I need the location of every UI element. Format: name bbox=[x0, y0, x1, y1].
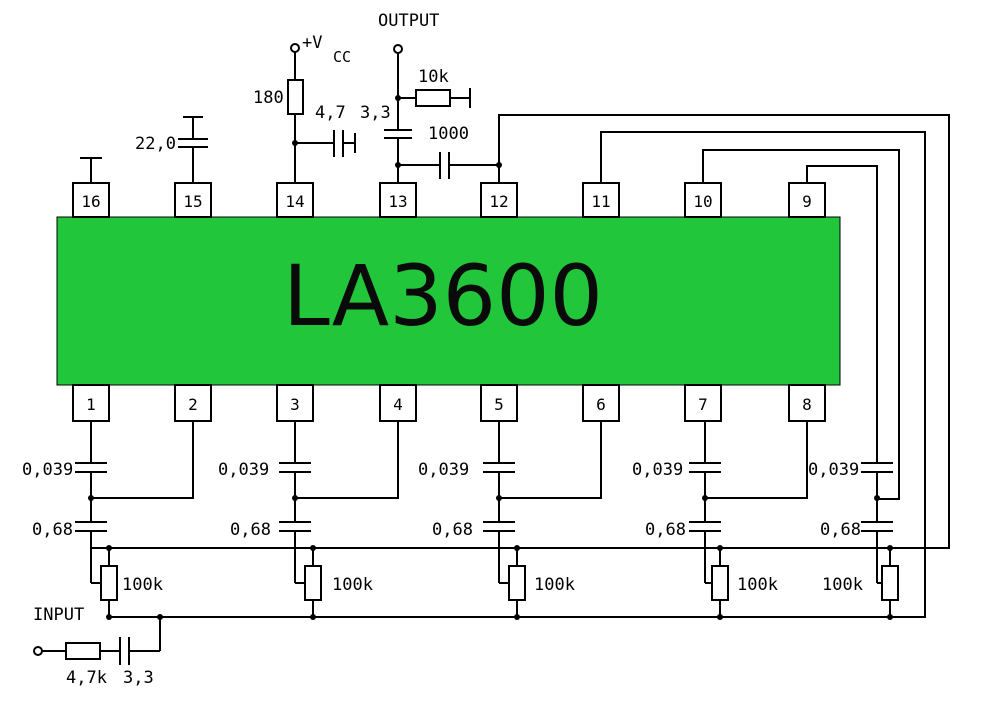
cap-0-68-label: 0,68 bbox=[32, 520, 73, 540]
cap-0-039-label: 0,039 bbox=[22, 460, 73, 480]
resistor-100k-label: 100k bbox=[122, 575, 163, 595]
pin14-supply: +V CC 180 4,7 bbox=[253, 33, 356, 183]
resistor-100k-label: 100k bbox=[822, 575, 863, 595]
filter-stage-2: 0,039 0,68 100k bbox=[218, 421, 373, 620]
resistor-180-label: 180 bbox=[253, 88, 284, 108]
cap-0-68-label: 0,68 bbox=[230, 520, 271, 540]
vcc-label: +V bbox=[302, 33, 322, 53]
filter-stage-3: 0,039 0,68 100k bbox=[418, 421, 575, 620]
pin-6-label: 6 bbox=[596, 395, 606, 414]
pin-5-label: 5 bbox=[494, 395, 504, 414]
pin-returns bbox=[91, 421, 808, 499]
resistor-4-7k bbox=[65, 642, 101, 660]
pin-7-label: 7 bbox=[698, 395, 708, 414]
cap-3-3-out-label: 3,3 bbox=[360, 103, 391, 123]
pin-2-label: 2 bbox=[188, 395, 198, 414]
pin-16-label: 16 bbox=[81, 192, 100, 211]
resistor-180 bbox=[287, 79, 304, 115]
pin-9-label: 9 bbox=[802, 192, 812, 211]
cap-0-039-label: 0,039 bbox=[218, 460, 269, 480]
resistor-100k bbox=[711, 565, 729, 601]
resistor-100k bbox=[100, 565, 118, 601]
filter-stage-1: 0,039 0,68 100k bbox=[22, 421, 163, 620]
output-label: OUTPUT bbox=[378, 11, 439, 31]
pin16-ground bbox=[80, 157, 102, 183]
feedback-lines bbox=[498, 114, 950, 618]
filter-stages: 0,0390,68100k0,0390,68100k0,0390,68100k0… bbox=[22, 421, 899, 620]
input-label: INPUT bbox=[33, 605, 84, 625]
pin-10-label: 10 bbox=[693, 192, 712, 211]
cap-22-0-label: 22,0 bbox=[135, 134, 176, 154]
resistor-100k bbox=[508, 565, 526, 601]
output-terminal bbox=[393, 44, 403, 54]
filter-stage-4: 0,039 0,68 100k bbox=[632, 421, 778, 620]
cap-0-039-label: 0,039 bbox=[632, 460, 683, 480]
cap-0-68-label: 0,68 bbox=[820, 520, 861, 540]
ic-body bbox=[56, 216, 841, 386]
cap-4-7-label: 4,7 bbox=[315, 103, 346, 123]
pin-4-label: 4 bbox=[393, 395, 403, 414]
pin-12-label: 12 bbox=[489, 192, 508, 211]
resistor-100k bbox=[304, 565, 322, 601]
common-buses bbox=[91, 547, 900, 618]
cap-0-039-label: 0,039 bbox=[808, 460, 859, 480]
vcc-terminal bbox=[290, 43, 300, 53]
pin-11-label: 11 bbox=[591, 192, 610, 211]
input-terminal bbox=[33, 646, 43, 656]
pin-13-label: 13 bbox=[388, 192, 407, 211]
pin-3-label: 3 bbox=[290, 395, 300, 414]
vcc-sub-label: CC bbox=[333, 48, 351, 66]
pin-1-label: 1 bbox=[86, 395, 96, 414]
bottom-pins: 1 2 3 4 5 6 7 8 bbox=[72, 384, 826, 422]
resistor-100k bbox=[881, 565, 899, 601]
cap-0-68-label: 0,68 bbox=[645, 520, 686, 540]
pin-8-label: 8 bbox=[802, 395, 812, 414]
cap-0-68-label: 0,68 bbox=[432, 520, 473, 540]
resistor-100k-label: 100k bbox=[737, 575, 778, 595]
ic-name: LA3600 bbox=[283, 247, 603, 345]
cap-0-039-label: 0,039 bbox=[418, 460, 469, 480]
filter-stage-5: 0,039 0,68 100k bbox=[808, 460, 899, 620]
output-network: OUTPUT 3,3 10k 1000 bbox=[360, 11, 502, 183]
cap-1000-label: 1000 bbox=[428, 124, 469, 144]
resistor-100k-label: 100k bbox=[332, 575, 373, 595]
resistor-10k bbox=[415, 89, 451, 107]
cap-22-0: 22,0 bbox=[135, 116, 208, 183]
pin-14-label: 14 bbox=[285, 192, 304, 211]
cap-3-3-in-label: 3,3 bbox=[123, 668, 154, 688]
pin-15-label: 15 bbox=[183, 192, 202, 211]
top-pins: 16 15 14 13 12 11 10 9 bbox=[72, 182, 826, 218]
resistor-4-7k-label: 4,7k bbox=[66, 668, 107, 688]
resistor-10k-label: 10k bbox=[418, 67, 449, 87]
input-section: INPUT 4,7k 3,3 bbox=[33, 605, 163, 688]
resistor-100k-label: 100k bbox=[534, 575, 575, 595]
